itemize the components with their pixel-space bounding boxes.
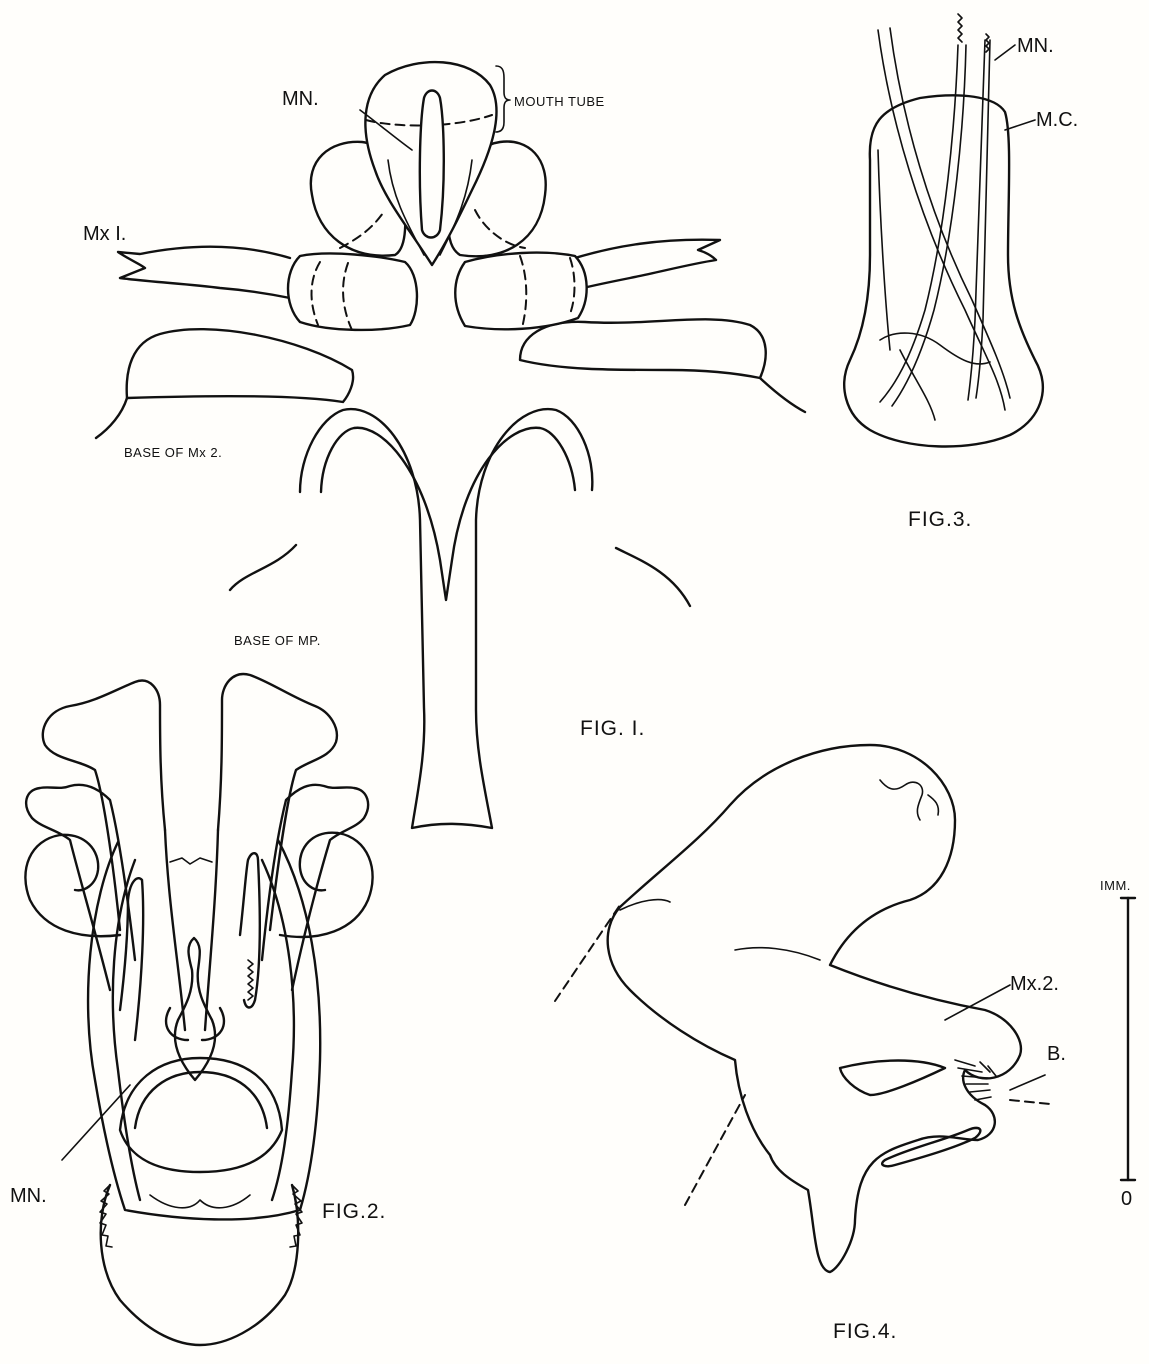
fig1-mx2-right-tail: [760, 378, 805, 412]
fig3-inner-fold: [878, 150, 890, 350]
fig3-serration-1: [958, 14, 962, 42]
fig2-process-left-outer: [26, 785, 135, 990]
fig2-mandible-serration: [248, 960, 253, 1000]
scale-bar: IMM. 0: [1100, 878, 1135, 1210]
fig3-mc-leader: [1005, 120, 1035, 130]
fig4-mx2-leader: [945, 985, 1010, 1020]
fig1-mx1-base-right: [455, 253, 586, 330]
fig2-labium: [101, 1185, 298, 1345]
fig3-mn-leader: [995, 45, 1015, 60]
fig3-mc-label: M.C.: [1036, 109, 1078, 131]
figure-2: MN. FIG.2.: [10, 674, 386, 1345]
fig1-base-mp-label: BASE OF MP.: [234, 633, 321, 648]
fig4-body: [608, 745, 1021, 1272]
fig4-cut-lower: [685, 1095, 745, 1205]
fig4-crack: [880, 780, 923, 820]
fig1-base-mx2-label: BASE OF Mx 2.: [124, 445, 222, 460]
fig3-title: FIG.3.: [908, 508, 972, 531]
fig4-eye-slit: [840, 1061, 945, 1096]
fig1-mx2-left: [127, 329, 353, 402]
fig1-mouth-tube-label: MOUTH TUBE: [514, 94, 605, 109]
fig2-hypopharynx-top: [170, 858, 212, 864]
fig1-stem-inner: [321, 428, 575, 600]
fig1-mn-label: MN.: [282, 88, 319, 110]
fig1-mx2-right: [520, 319, 766, 378]
scale-bar-top-label: IMM.: [1100, 878, 1131, 893]
fig2-labium-fold: [150, 1195, 250, 1208]
scale-bar-bottom-label: 0: [1121, 1188, 1132, 1210]
fig2-lobe-top-right: [218, 674, 337, 930]
fig4-bristles: [955, 1060, 996, 1100]
fig3-mouth-cone: [844, 95, 1042, 446]
fig4-mx2-label: Mx.2.: [1010, 973, 1059, 995]
fig1-base-mp-left: [230, 545, 296, 590]
fig2-ring-outer: [120, 1058, 282, 1172]
fig1-mx1-left: [118, 247, 290, 298]
figure-4: Mx.2. B. FIG.4.: [555, 745, 1066, 1343]
fig3-stylet-2: [890, 28, 1010, 398]
fig2-lobe-top-left: [43, 681, 165, 930]
fig1-mx2-left-tail: [96, 398, 127, 438]
fig1-mx1-label: Mx I.: [83, 223, 126, 245]
fig2-ring-inner: [135, 1072, 267, 1128]
fig4-fold-2: [735, 948, 820, 960]
fig4-b-label: B.: [1047, 1043, 1066, 1065]
figure-3: MN. M.C. FIG.3.: [844, 14, 1078, 531]
fig1-mandible: [420, 91, 444, 238]
fig1-base-mp-right: [616, 548, 690, 606]
fig4-b-leader: [1010, 1075, 1045, 1090]
fig1-stem: [300, 409, 592, 828]
fig1-mx1-base-left: [288, 254, 417, 330]
figure-1: MN. MOUTH TUBE Mx I. BASE OF Mx 2. BASE …: [83, 62, 805, 828]
fig1-mx1-right: [575, 240, 720, 290]
fig2-mn-label: MN.: [10, 1185, 47, 1207]
fig3-serration-2: [986, 34, 989, 52]
fig3-mn-label: MN.: [1017, 35, 1054, 57]
fig2-labium-hairs-right: [290, 1185, 302, 1247]
fig4-title: FIG.4.: [833, 1320, 897, 1343]
fig4-cut-upper: [555, 905, 620, 1001]
fig2-title: FIG.2.: [322, 1200, 386, 1223]
fig4-crack-2: [928, 795, 938, 815]
fig2-mandible-right: [240, 853, 260, 1007]
fig1-mouth-tube-bracket: [496, 66, 510, 132]
fig4-b-pointer: [1010, 1100, 1050, 1104]
fig1-title: FIG. I.: [580, 717, 645, 740]
